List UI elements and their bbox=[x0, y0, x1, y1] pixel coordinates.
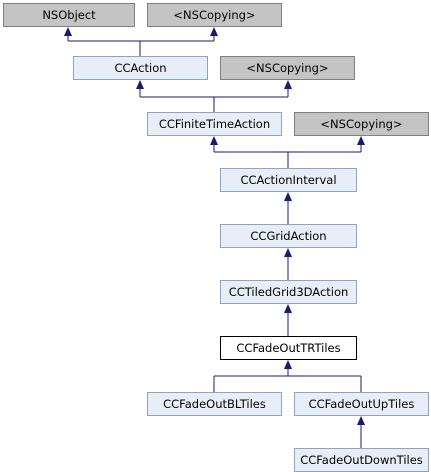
arrowhead-icon bbox=[210, 136, 218, 145]
node-nscopying-1[interactable]: <NSCopying> bbox=[147, 3, 282, 27]
node-ccfinitetimeaction[interactable]: CCFiniteTimeAction bbox=[147, 112, 282, 136]
node-ccfadeoutdowntiles[interactable]: CCFadeOutDownTiles bbox=[294, 448, 429, 472]
node-ccfadeoutbltiles[interactable]: CCFadeOutBLTiles bbox=[147, 392, 282, 416]
node-ccfadeouttrtiles[interactable]: CCFadeOutTRTiles bbox=[220, 336, 357, 360]
node-ccaction[interactable]: CCAction bbox=[73, 56, 208, 80]
arrowhead-icon bbox=[136, 80, 144, 89]
arrowhead-icon bbox=[210, 27, 218, 36]
node-nscopying-3[interactable]: <NSCopying> bbox=[294, 112, 429, 136]
arrowhead-icon bbox=[284, 80, 292, 89]
node-nsobject[interactable]: NSObject bbox=[3, 3, 135, 27]
arrowhead-icon bbox=[357, 136, 365, 145]
arrowhead-icon bbox=[284, 248, 292, 257]
arrowhead-icon bbox=[284, 192, 292, 201]
arrowhead-icon bbox=[357, 416, 365, 425]
node-nscopying-2[interactable]: <NSCopying> bbox=[220, 56, 355, 80]
node-ccfadeoutuptiles[interactable]: CCFadeOutUpTiles bbox=[294, 392, 429, 416]
arrowhead-icon bbox=[64, 27, 72, 36]
node-ccgridaction[interactable]: CCGridAction bbox=[220, 224, 357, 248]
node-cctiledgrid3daction[interactable]: CCTiledGrid3DAction bbox=[220, 280, 357, 304]
node-ccactioninterval[interactable]: CCActionInterval bbox=[220, 168, 357, 192]
arrowhead-icon bbox=[284, 304, 292, 313]
arrowhead-icon bbox=[284, 360, 292, 369]
